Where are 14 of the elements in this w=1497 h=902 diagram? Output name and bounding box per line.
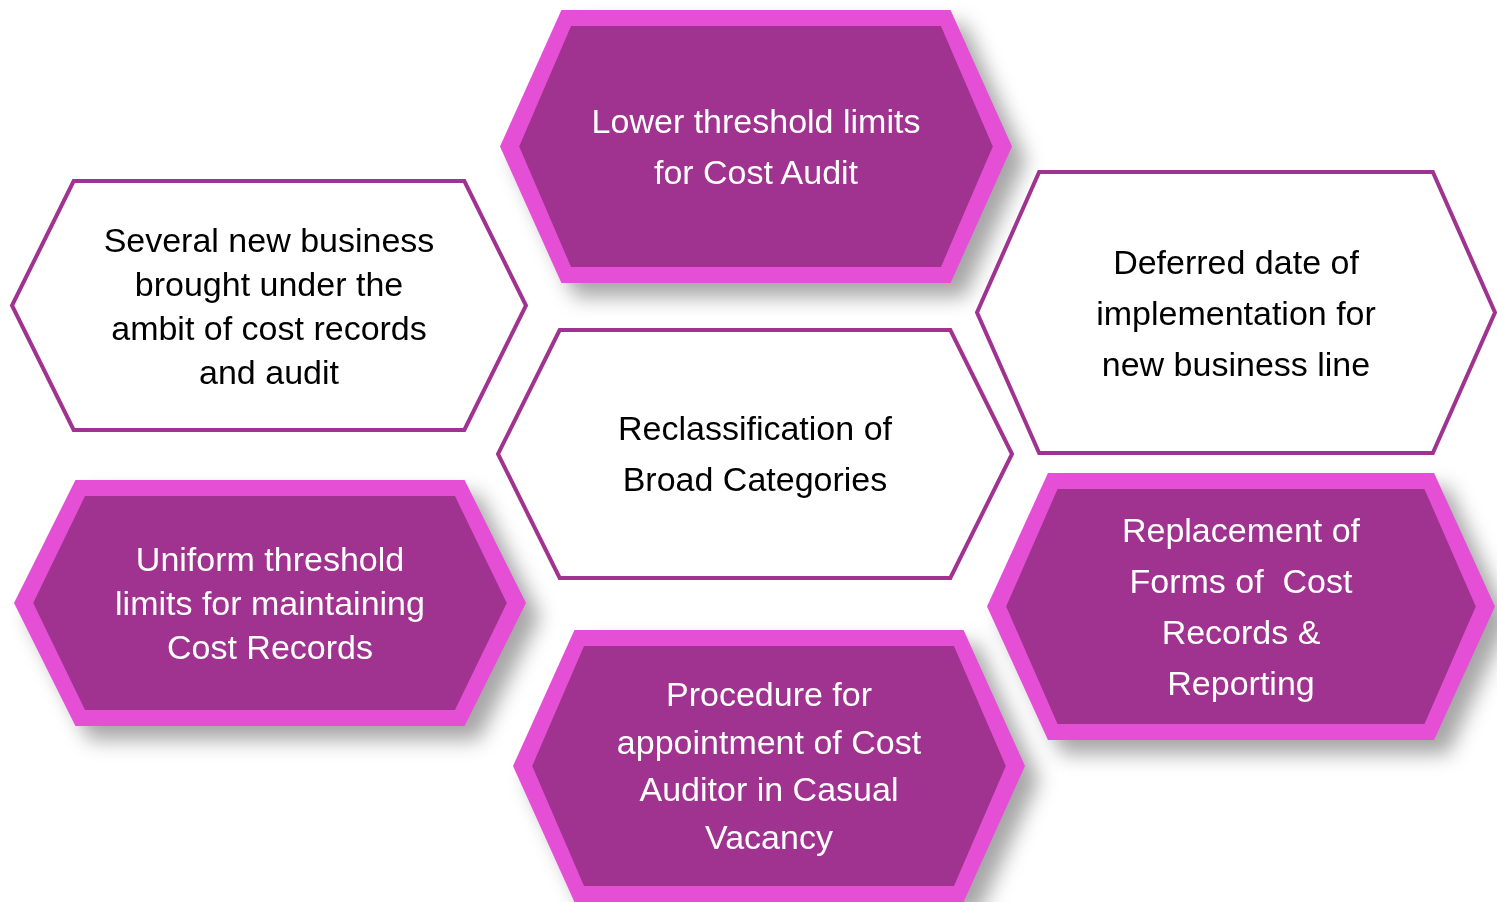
outlined-hexagon (977, 172, 1495, 453)
outlined-hexagon (498, 330, 1012, 578)
hexagon-label: Several new business brought under the ambit of cost records and audit (102, 219, 436, 393)
hexagon-label: Lower threshold limits for Cost Audit (590, 100, 922, 193)
hexagon-label: Uniform threshold limits for maintaining Cost Records (114, 538, 426, 669)
outlined-hexagon (12, 181, 526, 430)
filled-hexagon (987, 473, 1495, 740)
hexagon-label: Reclassification of Broad Categories (617, 408, 893, 500)
hexagon-label: Replacement of Forms of Cost Records & Reporting (1120, 509, 1362, 704)
hexagon-label: Deferred date of implementation for new business line (1095, 241, 1377, 384)
filled-hexagon (513, 630, 1025, 902)
filled-hexagon (500, 10, 1012, 283)
hexagon-label: Procedure for appointment of Cost Auditor in Casual Vacancy (615, 673, 923, 858)
filled-hexagon (14, 480, 526, 726)
